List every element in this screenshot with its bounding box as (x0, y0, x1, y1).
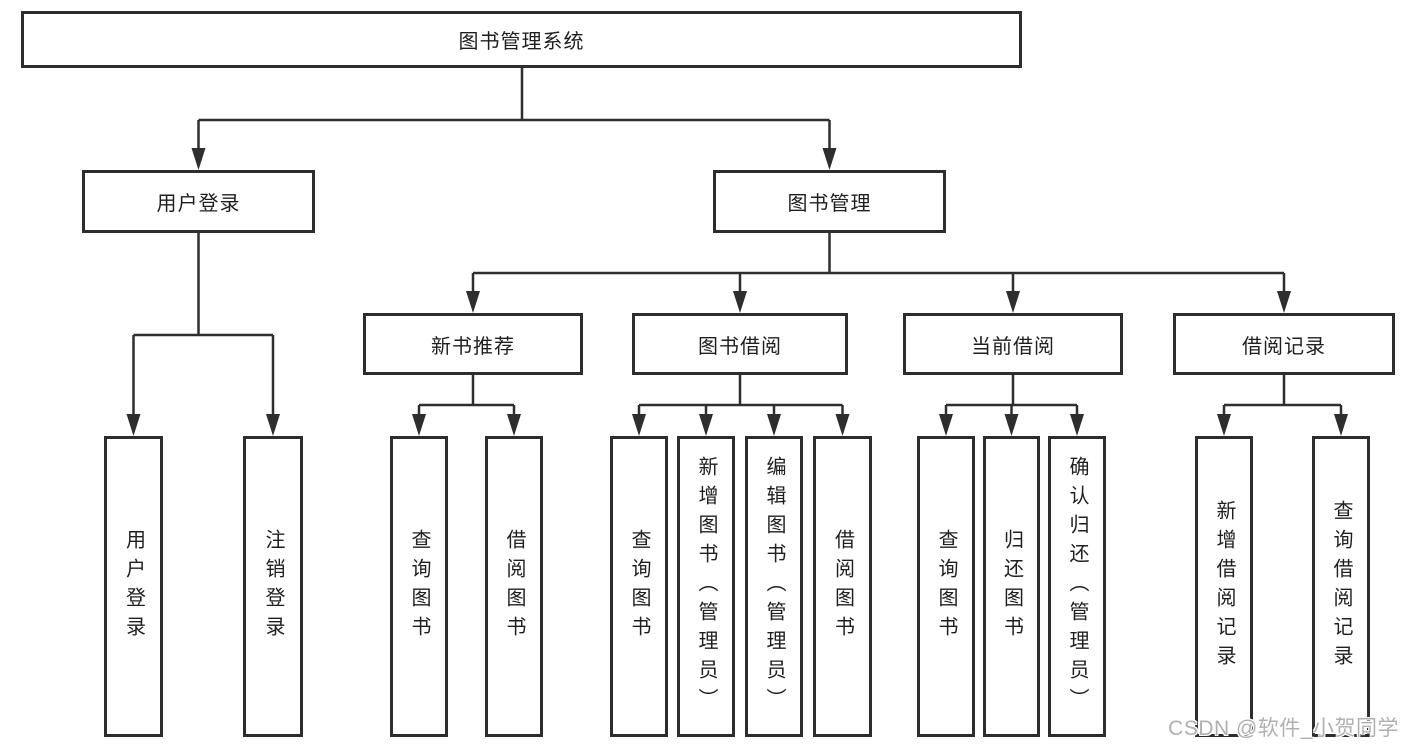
node-current-borrowing: 当前借阅 (903, 313, 1123, 375)
node-query-books-borrowing: 查询图书 (610, 436, 668, 737)
csdn-watermark: CSDN @软件_小贺同学 (1168, 717, 1399, 740)
node-borrowing-records: 借阅记录 (1173, 313, 1395, 375)
node-logout: 注销登录 (243, 436, 303, 737)
node-query-books-current: 查询图书 (917, 436, 975, 737)
node-query-borrow-record: 查询借阅记录 (1312, 436, 1370, 737)
arrowheads (126, 148, 1348, 436)
node-borrow-books-borrowing: 借阅图书 (813, 436, 872, 737)
connector-lines (132, 68, 1343, 418)
node-user-login: 用户登录 (104, 436, 163, 737)
node-add-borrow-record: 新增借阅记录 (1195, 436, 1253, 737)
node-query-books-recommendation: 查询图书 (390, 436, 448, 737)
node-root: 图书管理系统 (21, 11, 1022, 68)
node-book-borrowing: 图书借阅 (632, 313, 848, 375)
node-edit-books-admin: 编辑图书（管理员） (745, 436, 803, 737)
node-confirm-return-admin: 确认归还（管理员） (1048, 436, 1106, 737)
node-add-books-admin: 新增图书（管理员） (677, 436, 735, 737)
node-return-books: 归还图书 (983, 436, 1040, 737)
node-new-book-recommendation: 新书推荐 (363, 313, 583, 375)
node-user-login-branch: 用户登录 (82, 170, 315, 233)
node-borrow-books-recommendation: 借阅图书 (485, 436, 543, 737)
node-book-management-branch: 图书管理 (713, 170, 946, 233)
